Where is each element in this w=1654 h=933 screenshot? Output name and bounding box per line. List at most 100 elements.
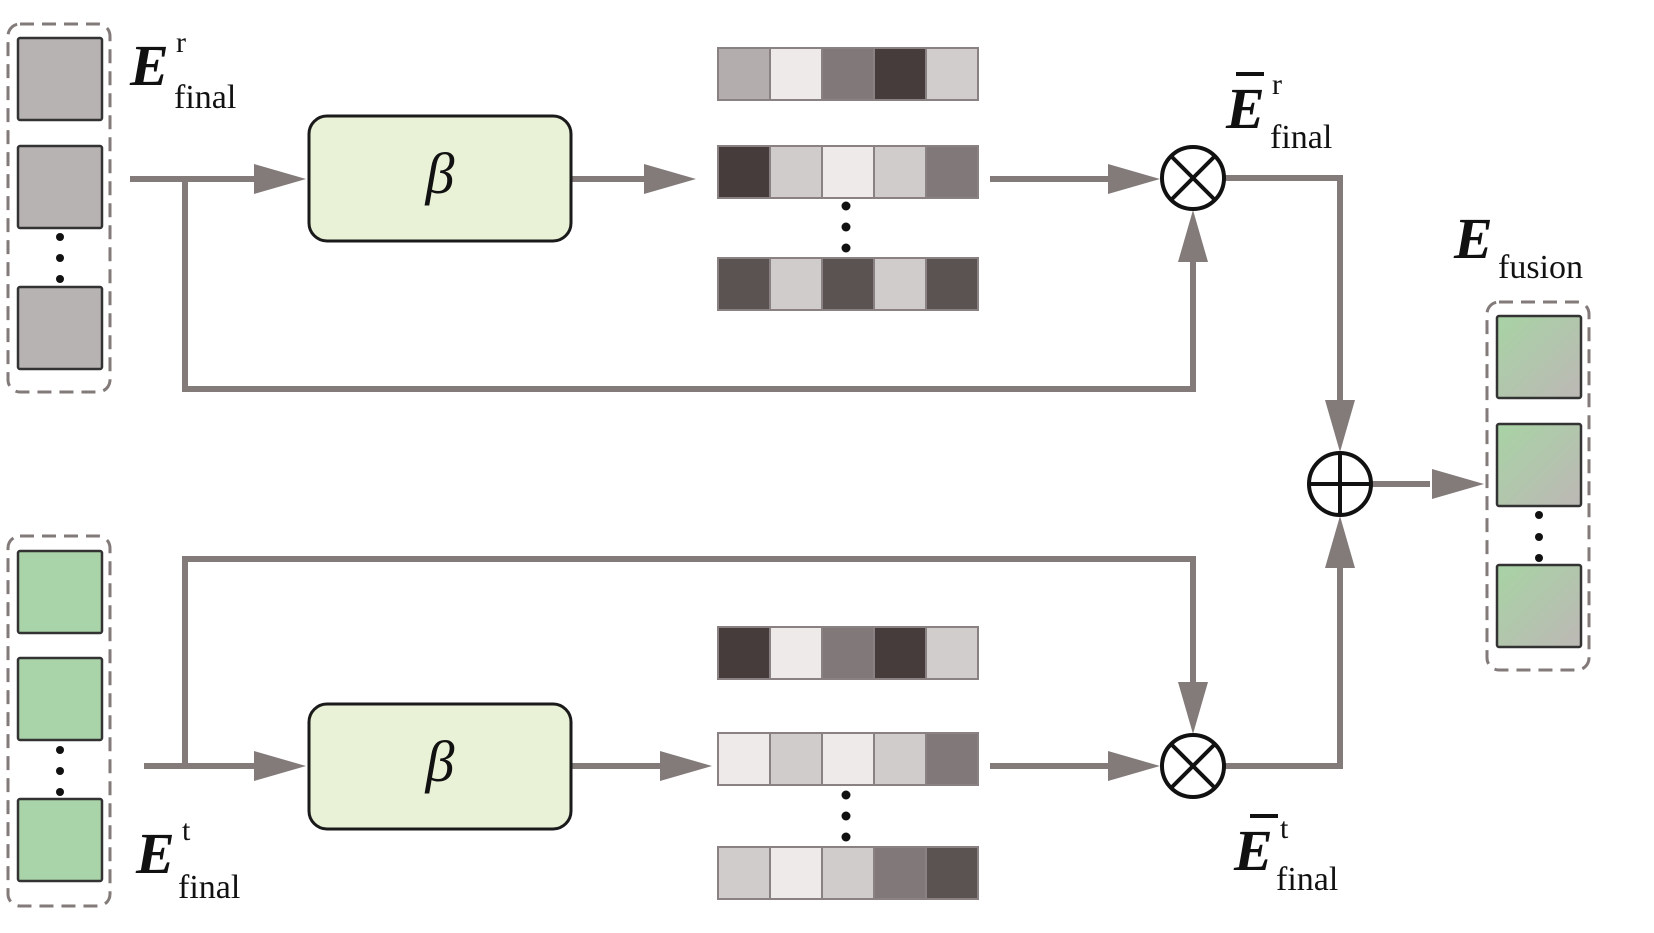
connectors	[130, 175, 1430, 769]
fusion-vector-2	[1495, 422, 1583, 508]
weights-bottom-row-2-cell-1	[717, 732, 771, 786]
label-bottom-output-sup: t	[1280, 812, 1289, 845]
weights-top-row-2-cell-2	[769, 145, 823, 199]
weights-top-row-2-cell-5	[925, 145, 979, 199]
bottom-input-ellipsis-dot-1	[56, 746, 64, 754]
connector-top-skip	[182, 179, 1196, 392]
bottom-input-ellipsis-dot-2	[56, 767, 64, 775]
add-operator	[1307, 451, 1373, 517]
beta-label-top: β	[425, 141, 455, 206]
weights-top-row-2-cell-3	[821, 145, 875, 199]
label-bottom-input-main: E	[135, 821, 175, 886]
label-top-output: E r final	[1225, 68, 1332, 156]
arrow-icon-top-to-beta	[254, 164, 306, 194]
beta-label-bottom: β	[425, 729, 455, 794]
weights-bottom-row-1-cell-1	[717, 626, 771, 680]
weights-top-row-3-cell-4	[873, 257, 927, 311]
label-bottom-output-main: E	[1233, 818, 1273, 883]
top-input-vector-3	[16, 285, 104, 371]
label-top-output-sup: r	[1272, 68, 1282, 101]
weights-top-row-1-cell-2	[769, 47, 823, 101]
label-fusion-main: E	[1453, 206, 1493, 271]
multiply-icon-top-stroke2	[1169, 154, 1217, 202]
label-top-input-sub: final	[174, 79, 236, 116]
fusion-ellipsis-dot-1	[1535, 511, 1543, 519]
arrow-icon-bottom-to-weights	[660, 751, 712, 781]
connector-bottom-skip	[182, 556, 1196, 766]
label-top-input-sup: r	[176, 26, 186, 59]
top-input-dashed-container	[6, 22, 112, 394]
weights-bottom-row-3-cell-2	[769, 846, 823, 900]
bottom-input-vector-3	[16, 797, 104, 883]
overbar-top	[1236, 72, 1264, 76]
beta-box-top	[307, 114, 573, 243]
top-input-ellipsis-dot-3	[56, 275, 64, 283]
weights-top-row-1-cell-1	[717, 47, 771, 101]
fusion-dashed-container	[1485, 300, 1591, 672]
bottom-input-vector-1	[16, 549, 104, 635]
label-bottom-output: E t final	[1233, 812, 1338, 898]
weight-rows-bottom	[717, 626, 979, 900]
multiply-operator-bottom	[1160, 733, 1226, 799]
top-input-ellipsis-dot-1	[56, 233, 64, 241]
beta-block-top: β	[307, 114, 573, 243]
fusion-output-column	[1485, 300, 1591, 672]
weights-top-row-2-cell-1	[717, 145, 771, 199]
weights-top-row-3-cell-3	[821, 257, 875, 311]
connector-top-mult-out	[1224, 175, 1343, 410]
arrow-icon-bottom-to-beta	[254, 751, 306, 781]
overbar-bottom	[1250, 814, 1278, 818]
arrow-icon-into-add-top	[1325, 400, 1355, 452]
label-bottom-input-sup: t	[182, 814, 191, 847]
bottom-input-column	[6, 534, 112, 908]
weights-bottom-ellipsis-dot-2	[841, 811, 851, 821]
arrow-icon-bottom-to-multiply	[1108, 751, 1160, 781]
connector-bottom-mult-out	[1224, 560, 1343, 769]
weights-bottom-row-2-cell-5	[925, 732, 979, 786]
arrow-icon-top-skip-up	[1178, 210, 1208, 262]
top-input-column	[6, 22, 112, 394]
beta-box-bottom	[307, 702, 573, 831]
top-input-vector-1	[16, 36, 104, 122]
weights-bottom-row-2-cell-2	[769, 732, 823, 786]
bottom-input-dashed-container	[6, 534, 112, 908]
weights-bottom-row-3-cell-5	[925, 846, 979, 900]
weights-bottom-row-3-cell-1	[717, 846, 771, 900]
fusion-vector-3	[1495, 563, 1583, 649]
arrow-icon-to-fusion	[1432, 469, 1484, 499]
weights-top-row-1-cell-3	[821, 47, 875, 101]
top-input-ellipsis-dot-2	[56, 254, 64, 262]
label-top-input: E r final	[129, 26, 236, 116]
top-input-vector-2	[16, 144, 104, 230]
weights-bottom-ellipsis-dot-1	[841, 790, 851, 800]
arrow-icon-top-to-weights	[644, 164, 696, 194]
fusion-vector-1	[1495, 314, 1583, 400]
weights-bottom-row-3-cell-4	[873, 846, 927, 900]
weights-top-row-3-cell-1	[717, 257, 771, 311]
arrow-icon-top-to-multiply	[1108, 164, 1160, 194]
bottom-input-ellipsis-dot-3	[56, 788, 64, 796]
weights-bottom-row-3-cell-3	[821, 846, 875, 900]
weights-bottom-row-1-cell-5	[925, 626, 979, 680]
weights-top-row-3-cell-5	[925, 257, 979, 311]
label-top-output-sub: final	[1270, 119, 1332, 156]
arrow-icon-bottom-skip-down	[1178, 682, 1208, 734]
multiply-operator-top	[1160, 145, 1226, 211]
arrowheads	[254, 164, 1484, 781]
weights-top-row-3-cell-2	[769, 257, 823, 311]
weights-top-row-1-cell-5	[925, 47, 979, 101]
weight-rows-top	[717, 47, 979, 311]
multiply-icon-bottom-stroke2	[1169, 742, 1217, 790]
weights-bottom-row-2-cell-3	[821, 732, 875, 786]
label-fusion-sub: fusion	[1498, 249, 1583, 286]
arrow-icon-into-add-bottom	[1325, 516, 1355, 568]
fusion-ellipsis-dot-3	[1535, 554, 1543, 562]
fusion-ellipsis-dot-2	[1535, 533, 1543, 541]
weights-bottom-row-1-cell-3	[821, 626, 875, 680]
weights-top-ellipsis-dot-1	[841, 201, 851, 211]
label-bottom-input: E t final	[135, 814, 240, 906]
label-bottom-output-sub: final	[1276, 861, 1338, 898]
weights-top-ellipsis-dot-3	[841, 243, 851, 253]
label-top-output-main: E	[1225, 76, 1265, 141]
weights-bottom-row-1-cell-4	[873, 626, 927, 680]
